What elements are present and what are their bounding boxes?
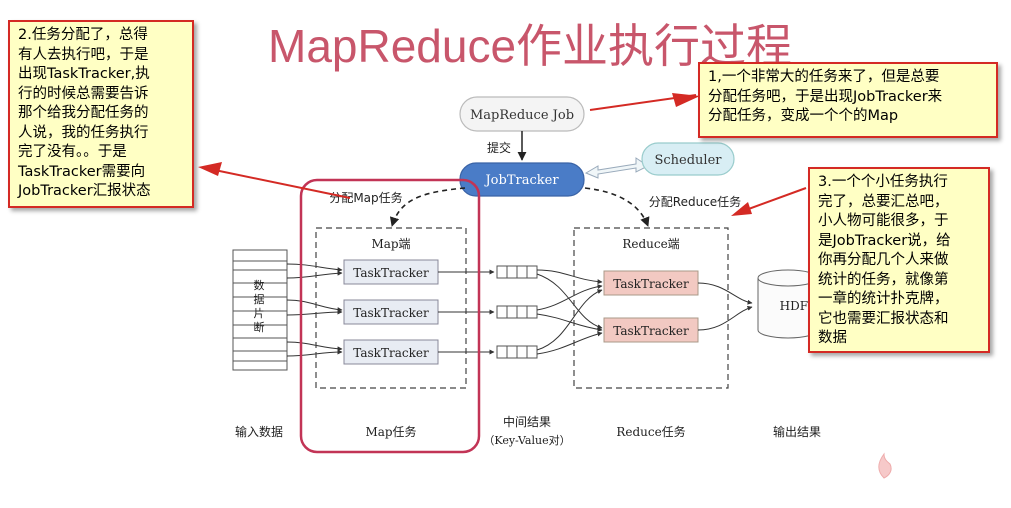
callout-arrow-2 <box>204 167 351 199</box>
reduce-tasktracker-2-label: TaskTracker <box>613 324 689 338</box>
hdfs-cylinder <box>757 269 819 339</box>
note1-line: TaskTracker需要向 <box>18 163 146 180</box>
map-tasktracker-3 <box>343 339 439 365</box>
shuffle-arrows <box>536 269 603 355</box>
map-tasktracker-3-label: TaskTracker <box>353 346 429 360</box>
note3-line: 是JobTracker说，给 <box>818 232 951 249</box>
note-tasktracker: 2.任务分配了，总得 有人去执行吧，于是 出现TaskTracker,执 行的时… <box>8 20 194 208</box>
reduce-tasktracker-1 <box>603 270 699 296</box>
hdfs-label: HDFS <box>780 299 817 313</box>
note3-line: 数据 <box>818 330 847 346</box>
note1-line: JobTracker汇报状态 <box>18 183 151 199</box>
note3-line: 它也需要汇报状态和 <box>818 310 949 327</box>
reduce-tasktracker-1-label: TaskTracker <box>613 277 689 291</box>
note3-line: 你再分配几个人来做 <box>818 252 949 268</box>
reduce-output-arrows <box>697 282 753 331</box>
map-end-label: Map端 <box>371 237 410 251</box>
note3-line: 小人物可能很多，于 <box>818 213 949 229</box>
note2-line: 1,一个非常大的任务来了，但是总要 <box>708 69 940 85</box>
assign-map-label: 分配Map任务 <box>329 190 402 205</box>
note1-line: 完了没有。。于是 <box>18 144 127 160</box>
note1-line: 出现TaskTracker,执 <box>18 66 150 82</box>
scheduler-node <box>641 142 735 176</box>
note-reduce: 3.一个个小任务执行 完了，总要汇总吧， 小人物可能很多，于 是JobTrack… <box>808 167 990 353</box>
label-intermediate: 中间结果 <box>503 414 551 429</box>
label-kv: （Key-Value对） <box>483 433 570 447</box>
assign-map-arrow <box>389 187 466 227</box>
map-tasktracker-2 <box>343 299 439 325</box>
note3-line: 完了，总要汇总吧， <box>818 193 949 210</box>
note2-line: 分配任务吧，于是出现JobTracker来 <box>708 88 943 105</box>
note1-line: 那个给我分配任务的 <box>18 105 149 121</box>
note3-line: 3.一个个小任务执行 <box>818 174 948 190</box>
map-tasktracker-1 <box>343 259 439 285</box>
map-end-container <box>315 227 467 389</box>
map-tasktracker-2-label: TaskTracker <box>353 306 429 320</box>
data-char-4: 断 <box>254 320 265 334</box>
note3-line: 一章的统计扑克牌， <box>818 291 949 307</box>
input-arrows <box>286 263 343 357</box>
data-char-1: 数 <box>254 279 265 292</box>
note1-line: 人说，我的任务执行 <box>18 124 149 141</box>
map-tasktracker-1-label: TaskTracker <box>353 266 429 280</box>
reduce-end-label: Reduce端 <box>622 237 679 251</box>
note1-line: 2.任务分配了，总得 <box>18 27 148 43</box>
label-input: 输入数据 <box>235 424 283 439</box>
note3-line: 统计的任务，就像第 <box>818 271 949 288</box>
intermediate-results <box>496 265 538 359</box>
jobtracker-label: JobTracker <box>483 173 559 188</box>
data-char-3: 片 <box>254 307 265 320</box>
note-jobtracker: 1,一个非常大的任务来了，但是总要 分配任务吧，于是出现JobTracker来 … <box>698 62 998 138</box>
flame-logo-icon <box>878 452 892 479</box>
mapreduce-job-label: MapReduce Job <box>470 108 574 123</box>
submit-label: 提交 <box>487 140 511 155</box>
input-data-stack <box>232 249 288 371</box>
note1-line: 行的时候总需要告诉 <box>18 85 149 102</box>
map-output-arrows <box>438 269 495 355</box>
assign-reduce-label: 分配Reduce任务 <box>649 194 741 209</box>
reduce-end-container <box>573 227 729 389</box>
data-char-2: 据 <box>254 292 265 306</box>
assign-reduce-arrow <box>584 187 650 227</box>
label-output: 输出结果 <box>773 424 821 439</box>
note1-line: 有人去执行吧，于是 <box>18 46 149 63</box>
note2-line: 分配任务，变成一个个的Map <box>708 108 899 124</box>
scheduler-label: Scheduler <box>654 153 722 168</box>
label-reduce-task: Reduce任务 <box>616 424 685 439</box>
map-task-highlight <box>299 178 481 454</box>
scheduler-link-arrow <box>584 157 649 179</box>
label-map-task: Map任务 <box>365 424 416 439</box>
reduce-tasktracker-2 <box>603 317 699 343</box>
